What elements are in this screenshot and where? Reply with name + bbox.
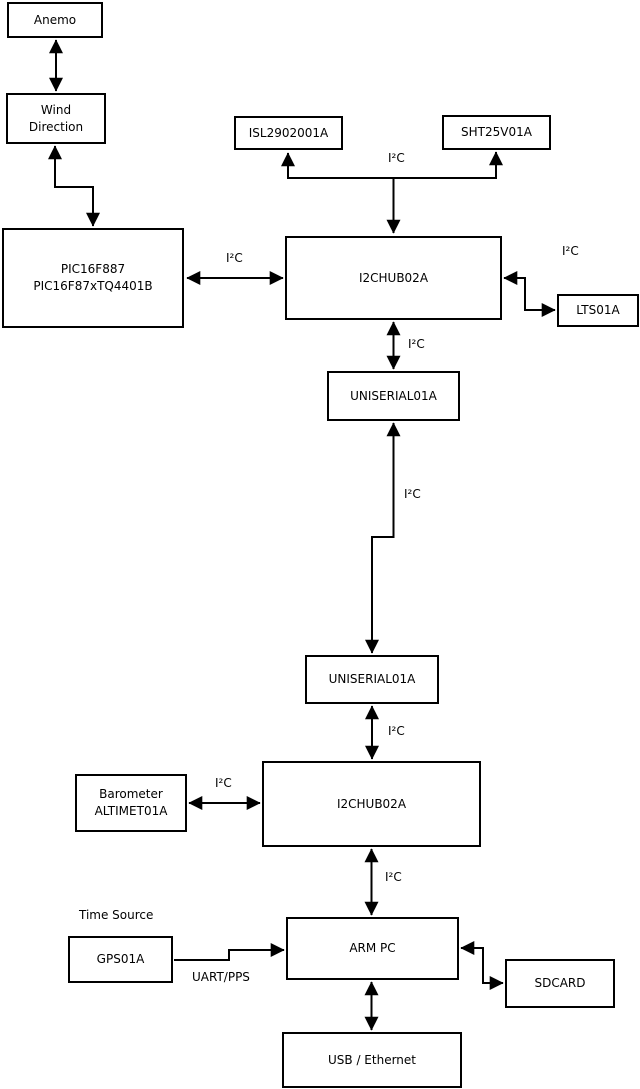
node-label: UNISERIAL01A xyxy=(328,672,416,687)
node-pic16f887: PIC16F887 PIC16F87xTQ4401B xyxy=(2,228,184,328)
connector-uniserial-top-bottom xyxy=(365,422,401,654)
node-label: ALTIMET01A xyxy=(94,804,168,818)
i2c-label-hub2-armpc: I²C xyxy=(385,870,402,884)
node-label: ISL2902001A xyxy=(248,125,329,140)
i2c-label-barometer-hub2: I²C xyxy=(215,776,232,790)
connector-hub1-sensors-branch xyxy=(281,151,503,179)
time-source-label: Time Source xyxy=(79,908,154,922)
node-wind-direction: Wind Direction xyxy=(6,93,106,144)
node-i2chub02a-bottom: I2CHUB02A xyxy=(262,761,481,847)
node-label: Wind xyxy=(40,102,72,117)
node-gps01a: GPS01A xyxy=(68,936,173,983)
connector-armpc-sdcard xyxy=(460,941,504,990)
connector-hub1-lts xyxy=(503,271,556,317)
node-uniserial01a-bottom: UNISERIAL01A xyxy=(305,655,439,704)
i2c-label-hub1-uniserial: I²C xyxy=(408,337,425,351)
node-label: USB / Ethernet xyxy=(328,1052,416,1067)
node-label: Barometer xyxy=(99,787,163,802)
node-label: Anemo xyxy=(33,12,77,27)
node-anemo: Anemo xyxy=(7,2,103,38)
node-lts01a: LTS01A xyxy=(557,294,639,327)
i2c-label-sensors-branch: I²C xyxy=(388,151,405,165)
node-label: LTS01A xyxy=(576,303,620,318)
node-sht25v01a: SHT25V01A xyxy=(442,115,551,150)
node-label: I2CHUB02A xyxy=(336,796,407,811)
node-i2chub02a-top: I2CHUB02A xyxy=(285,236,502,320)
node-label: Direction xyxy=(28,119,84,134)
node-uniserial01a-top: UNISERIAL01A xyxy=(327,371,460,421)
node-label: PIC16F887 xyxy=(60,262,126,277)
node-label: PIC16F87xTQ4401B xyxy=(33,279,153,293)
node-usb-ethernet: USB / Ethernet xyxy=(282,1032,462,1088)
i2c-label-uniserial-hub2: I²C xyxy=(388,724,405,738)
i2c-label-hub1-lts: I²C xyxy=(562,244,579,258)
node-arm-pc: ARM PC xyxy=(286,917,459,980)
i2c-label-uniserial-link: I²C xyxy=(404,487,421,501)
node-isl2902001a: ISL2902001A xyxy=(234,116,343,150)
node-label: SHT25V01A xyxy=(461,125,532,140)
node-label: SDCARD xyxy=(534,976,586,991)
node-label: GPS01A xyxy=(96,952,145,967)
node-label: ARM PC xyxy=(349,941,396,956)
node-barometer-altimet01a: Barometer ALTIMET01A xyxy=(75,774,187,832)
connector-wind-pic xyxy=(48,145,100,227)
node-label: I2CHUB02A xyxy=(358,270,429,285)
uart-pps-label: UART/PPS xyxy=(192,970,250,984)
node-sdcard: SDCARD xyxy=(505,959,615,1008)
i2c-label-pic-hub1: I²C xyxy=(226,251,243,265)
node-label: UNISERIAL01A xyxy=(350,388,437,403)
connector-gps-armpc xyxy=(174,943,285,961)
